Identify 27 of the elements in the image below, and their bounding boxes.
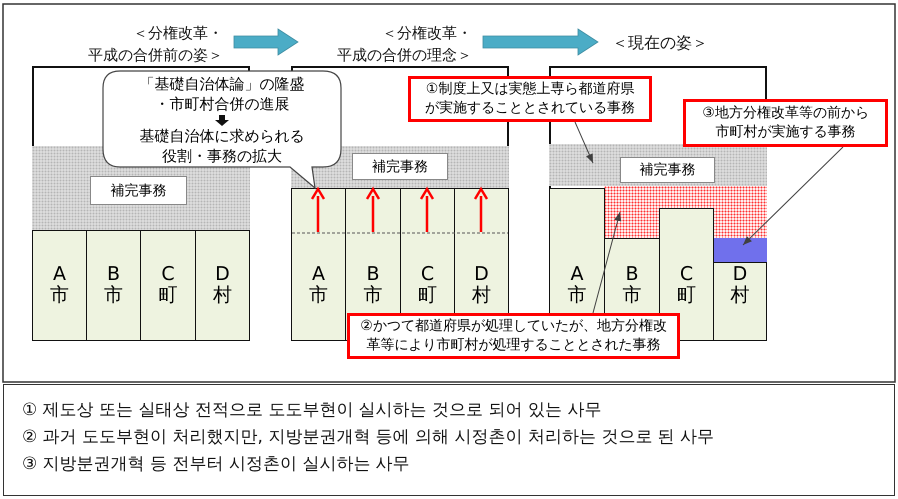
supplement-label-box: 補完事務	[90, 176, 187, 205]
municipality-column: D村	[195, 230, 250, 341]
municipality-column: C町	[140, 230, 196, 341]
block-arrow	[234, 28, 299, 56]
note-text: ① 제도상 또는 실태상 전적으로 도도부현이 실시하는 것으로 되어 있는 사무	[22, 399, 602, 422]
stage-heading: ＜分権改革・平成の合併の理念＞	[302, 22, 479, 68]
supplement-label-box: 補完事務	[620, 157, 715, 183]
municipality-column: D村	[713, 262, 767, 341]
highlight-band	[713, 238, 767, 262]
callout-box: ①制度上又は実態上専ら都道府県が実施することとされている事務	[408, 76, 652, 122]
leader-line	[574, 122, 594, 164]
bubble-text: 基礎自治体に求められる役割・事務の拡大	[138, 126, 306, 166]
municipality-column: A市	[32, 230, 87, 341]
leader-line	[742, 146, 844, 246]
leader-line	[592, 212, 622, 314]
municipality-column: A市	[291, 188, 346, 341]
municipality-column: B市	[86, 230, 141, 341]
block-arrow	[482, 28, 599, 56]
note-text: ③ 지방분권개혁 등 전부터 시정촌이 실시하는 사무	[22, 453, 410, 476]
callout-box: ③地方分権改革等の前から市町村が実施する事務	[683, 99, 888, 147]
note-text: ② 과거 도도부현이 처리했지만, 지방분권개혁 등에 의해 시정촌이 처리하는 것으로 된 사무	[22, 426, 714, 449]
shaded-band	[549, 144, 767, 186]
stage-heading: ＜分権改革・平成の合併前の姿＞	[50, 22, 230, 68]
supplement-label-box: 補完事務	[352, 153, 448, 180]
callout-tooltip: ②かつて都道府県が処理していたが、地方分権改革等により市町村が処理することとされた事務	[347, 313, 680, 359]
bubble-text: 「基礎自治体論」の隆盛・市町村合併の進展	[138, 74, 306, 114]
stage-heading: ＜現在の姿＞	[602, 32, 718, 56]
